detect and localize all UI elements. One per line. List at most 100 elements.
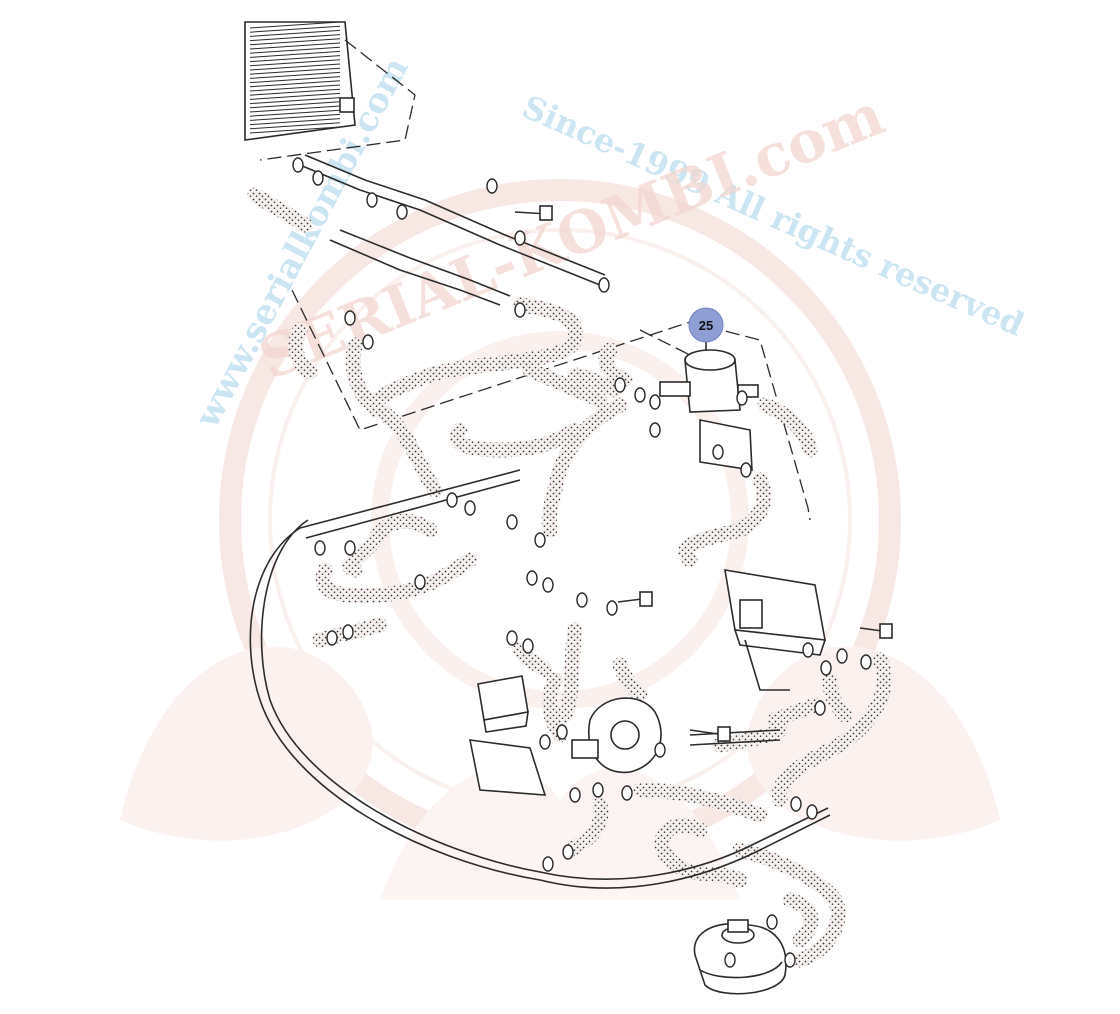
thermostat-housing: [571, 697, 662, 774]
hose-clamp: [621, 785, 633, 801]
radiator: [244, 21, 416, 161]
coolant-hose: [512, 642, 553, 678]
radiator-fin: [249, 88, 341, 96]
hose-clamp: [814, 700, 826, 716]
hose-clamp: [344, 310, 356, 326]
hose-clamp: [576, 592, 588, 608]
hose-clamp: [542, 856, 554, 872]
hose-clamp: [366, 192, 378, 208]
hose-clamp: [506, 514, 518, 530]
radiator-fin: [249, 113, 341, 121]
hose-clamp: [649, 394, 661, 410]
hose-clamp: [806, 804, 818, 820]
hose-clamp: [292, 157, 304, 173]
hose-clamp: [569, 787, 581, 803]
coolant-hose: [450, 422, 583, 458]
radiator-fin: [249, 21, 341, 29]
hose-clamp: [314, 540, 326, 556]
hose-clamp: [542, 577, 554, 593]
hose-clamp: [514, 230, 526, 246]
hose-clamp: [634, 387, 646, 403]
hose-clamp: [312, 170, 324, 186]
coolant-hose: [522, 362, 608, 408]
coolant-hose: [562, 797, 609, 858]
radiator-fin: [249, 71, 341, 79]
hose-clamp: [526, 570, 538, 586]
coolant-hose: [757, 397, 818, 458]
hose-clamp: [464, 500, 476, 516]
hose-clamp: [539, 734, 551, 750]
radiator-fin: [249, 109, 341, 117]
hose-clamp: [362, 334, 374, 350]
callout-25: 25: [688, 307, 724, 343]
coolant-hose: [342, 513, 438, 578]
coolant-hose: [767, 697, 823, 728]
coolant-hose: [732, 842, 846, 968]
coolant-valve-25: [659, 332, 759, 471]
hose-clamp: [556, 724, 568, 740]
hose-clamp: [649, 422, 661, 438]
coolant-hose: [288, 322, 318, 380]
radiator-fin: [249, 92, 341, 100]
hose-clamp: [506, 630, 518, 646]
radiator-fin: [249, 122, 341, 130]
hose-clamp: [344, 540, 356, 556]
coolant-hose: [771, 652, 892, 808]
hose-clamp: [790, 796, 802, 812]
radiator-fin: [249, 97, 341, 105]
coolant-hose: [612, 657, 648, 703]
radiator-fin: [249, 38, 341, 46]
radiator-fin: [249, 55, 341, 63]
radiator-fin: [249, 29, 341, 37]
coolant-hose: [567, 367, 623, 398]
pipe-network: [249, 154, 831, 889]
hose-clamp: [712, 444, 724, 460]
coolant-hose: [654, 817, 748, 888]
radiator-fin: [249, 25, 341, 33]
hose-clamp: [784, 952, 796, 968]
radiator-fin: [249, 84, 341, 92]
hose-clamp: [820, 660, 832, 676]
hose-clamp: [606, 600, 618, 616]
hose-clamp: [802, 642, 814, 658]
callout-25-label: 25: [699, 318, 713, 333]
hose-clamp: [592, 782, 604, 798]
radiator-fin: [249, 59, 341, 67]
expansion-tank: [693, 919, 787, 995]
hose-clamp: [514, 302, 526, 318]
hose-clamp: [654, 742, 666, 758]
coolant-hose: [247, 187, 313, 233]
water-pump: [468, 675, 547, 796]
hose-clamp: [534, 532, 546, 548]
hose-clamp: [614, 377, 626, 393]
hose-clamp: [860, 654, 872, 670]
coolant-hose: [632, 782, 768, 823]
coolant-hose: [678, 472, 772, 568]
hose-clamp: [766, 914, 778, 930]
hose-clamp: [326, 630, 338, 646]
coolant-hose: [782, 892, 819, 948]
hose-clamp: [396, 204, 408, 220]
hose-network: [247, 187, 892, 968]
hose-clamp: [342, 624, 354, 640]
hose-clamp: [598, 277, 610, 293]
coolant-hose: [712, 722, 788, 753]
hose-clamp: [562, 844, 574, 860]
hose-clamp: [736, 390, 748, 406]
radiator-fin: [249, 34, 341, 42]
watermark-emblem: [120, 179, 1000, 900]
radiator-fin: [249, 50, 341, 58]
hose-clamps: [292, 157, 872, 968]
hose-clamp: [446, 492, 458, 508]
hose-clamp: [724, 952, 736, 968]
radiator-fin: [249, 63, 341, 71]
radiator-fin: [249, 80, 341, 88]
radiator-fin: [249, 126, 341, 134]
hose-clamp: [836, 648, 848, 664]
hose-clamp: [522, 638, 534, 654]
radiator-fin: [249, 76, 341, 84]
radiator-fin: [249, 46, 341, 54]
radiator-fin: [249, 42, 341, 50]
hose-clamp: [740, 462, 752, 478]
hose-clamp: [486, 178, 498, 194]
